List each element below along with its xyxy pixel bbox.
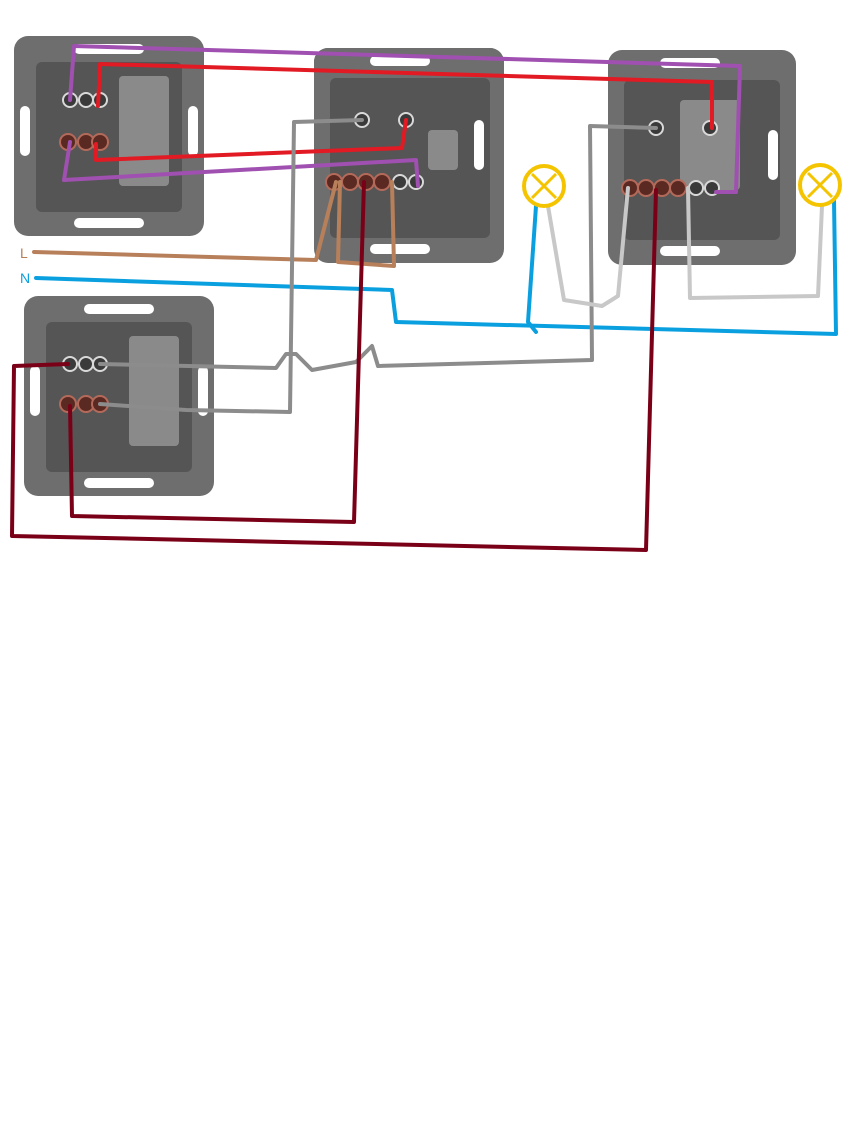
wire-neutral-lamp1	[526, 204, 538, 334]
wire-lamp2-lead	[686, 186, 824, 300]
wire-red-bottom	[94, 118, 408, 162]
wire-purple-bottom	[62, 140, 420, 188]
wire-red-top	[96, 62, 714, 130]
lamp-right	[798, 163, 842, 207]
wire-maroon-inner	[68, 180, 366, 524]
wire-line	[32, 180, 338, 262]
wire-maroon-outer	[10, 188, 658, 552]
switch-bottom-left	[24, 296, 214, 496]
wire-neutral	[34, 198, 838, 336]
wire-lamp1-lead	[546, 186, 630, 308]
switch-top-left	[14, 36, 204, 236]
wire-line-bridge	[336, 180, 396, 268]
line-label: L	[20, 245, 28, 261]
lamp-left	[522, 164, 566, 208]
wire-gray-long	[98, 124, 658, 372]
switch-top-middle	[314, 48, 504, 263]
wire-purple-top	[68, 44, 742, 194]
neutral-label: N	[20, 270, 30, 286]
wire-gray-short	[98, 118, 364, 414]
